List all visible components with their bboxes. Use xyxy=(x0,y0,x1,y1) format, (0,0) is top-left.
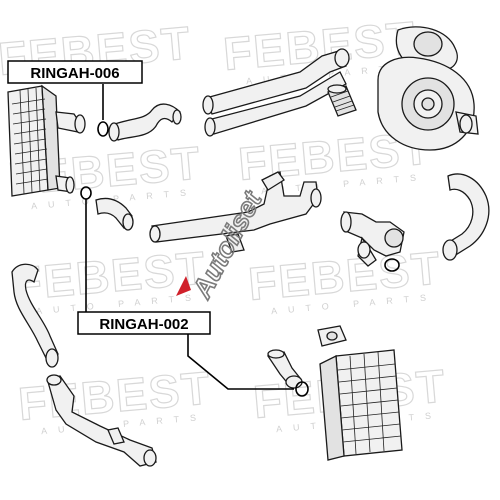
callout-ringah-006-box xyxy=(7,60,143,84)
leader-ringah-002-lower xyxy=(187,334,294,390)
hose-right-curved xyxy=(442,173,490,261)
pipe-middle xyxy=(149,171,322,253)
callout-ringah-006: RINGAH-006 xyxy=(7,60,143,84)
hose-middle-small xyxy=(95,197,134,231)
callout-ringah-002-label: RINGAH-002 xyxy=(99,316,188,333)
intercooler-right xyxy=(317,325,403,461)
turbocharger xyxy=(377,26,479,151)
autoliset-logo-accent xyxy=(176,276,191,296)
filter-element xyxy=(327,84,357,117)
hose-lower-short xyxy=(266,349,303,389)
callout-ringah-002-box xyxy=(77,311,211,335)
hose-upper xyxy=(108,103,182,142)
pipe-upper-center xyxy=(202,48,350,137)
o-ring-ringah-006 xyxy=(97,121,109,137)
febest-watermark-tile: FEBEST AUTO PARTS xyxy=(16,361,214,436)
o-ring-ringah-002-lower xyxy=(295,381,309,397)
callout-ringah-006-label: RINGAH-006 xyxy=(30,65,119,82)
thermostat-housing xyxy=(340,211,405,267)
febest-watermark-tile: FEBEST AUTO PARTS xyxy=(246,241,444,316)
hose-left-long xyxy=(11,263,59,368)
o-ring-thermostat xyxy=(384,258,400,272)
callout-leaders xyxy=(85,84,294,390)
febest-watermark-tile: FEBEST AUTO PARTS xyxy=(11,241,209,316)
callout-ringah-002: RINGAH-002 xyxy=(77,311,211,335)
pipe-lower-left xyxy=(46,374,157,467)
intercooler-left xyxy=(7,84,86,197)
